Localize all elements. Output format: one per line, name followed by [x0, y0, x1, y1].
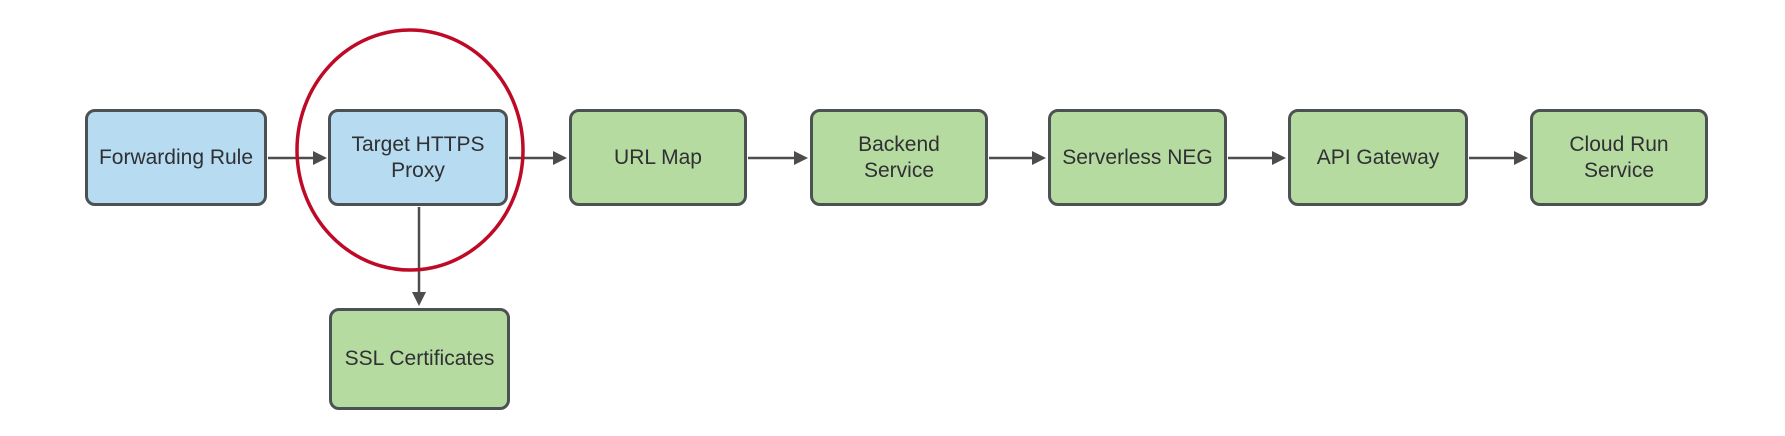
node-api-gateway: API Gateway	[1288, 109, 1468, 206]
node-label: Serverless NEG	[1062, 145, 1213, 169]
node-label: Forwarding Rule	[98, 145, 254, 169]
edge-arrowhead	[412, 292, 426, 306]
edge-arrowhead	[1032, 151, 1046, 165]
node-label: Target HTTPS Proxy	[351, 132, 485, 182]
edge-serverless-neg-to-api-gateway	[1228, 151, 1286, 165]
edge-api-gateway-to-cloud-run-service	[1469, 151, 1528, 165]
node-backend-service: Backend Service	[810, 109, 988, 206]
node-target-https-proxy: Target HTTPS Proxy	[328, 109, 508, 206]
node-label: API Gateway	[1316, 145, 1440, 169]
edge-arrowhead	[1272, 151, 1286, 165]
edge-arrowhead	[1514, 151, 1528, 165]
edge-arrowhead	[313, 151, 327, 165]
node-label: Cloud Run Service	[1569, 132, 1669, 182]
edge-url-map-to-backend-service	[748, 151, 808, 165]
node-serverless-neg: Serverless NEG	[1048, 109, 1227, 206]
node-forwarding-rule: Forwarding Rule	[85, 109, 267, 206]
node-ssl-certificates: SSL Certificates	[329, 308, 510, 410]
edge-arrowhead	[794, 151, 808, 165]
edge-backend-service-to-serverless-neg	[989, 151, 1046, 165]
node-cloud-run-service: Cloud Run Service	[1530, 109, 1708, 206]
node-label: URL Map	[614, 145, 702, 169]
edge-forwarding-rule-to-target-https-proxy	[268, 151, 327, 165]
node-label: Backend Service	[858, 132, 940, 182]
node-label: SSL Certificates	[344, 347, 495, 370]
edge-target-https-proxy-to-ssl-certificates	[412, 207, 426, 306]
edge-target-https-proxy-to-url-map	[509, 151, 567, 165]
node-url-map: URL Map	[569, 109, 747, 206]
edge-arrowhead	[553, 151, 567, 165]
